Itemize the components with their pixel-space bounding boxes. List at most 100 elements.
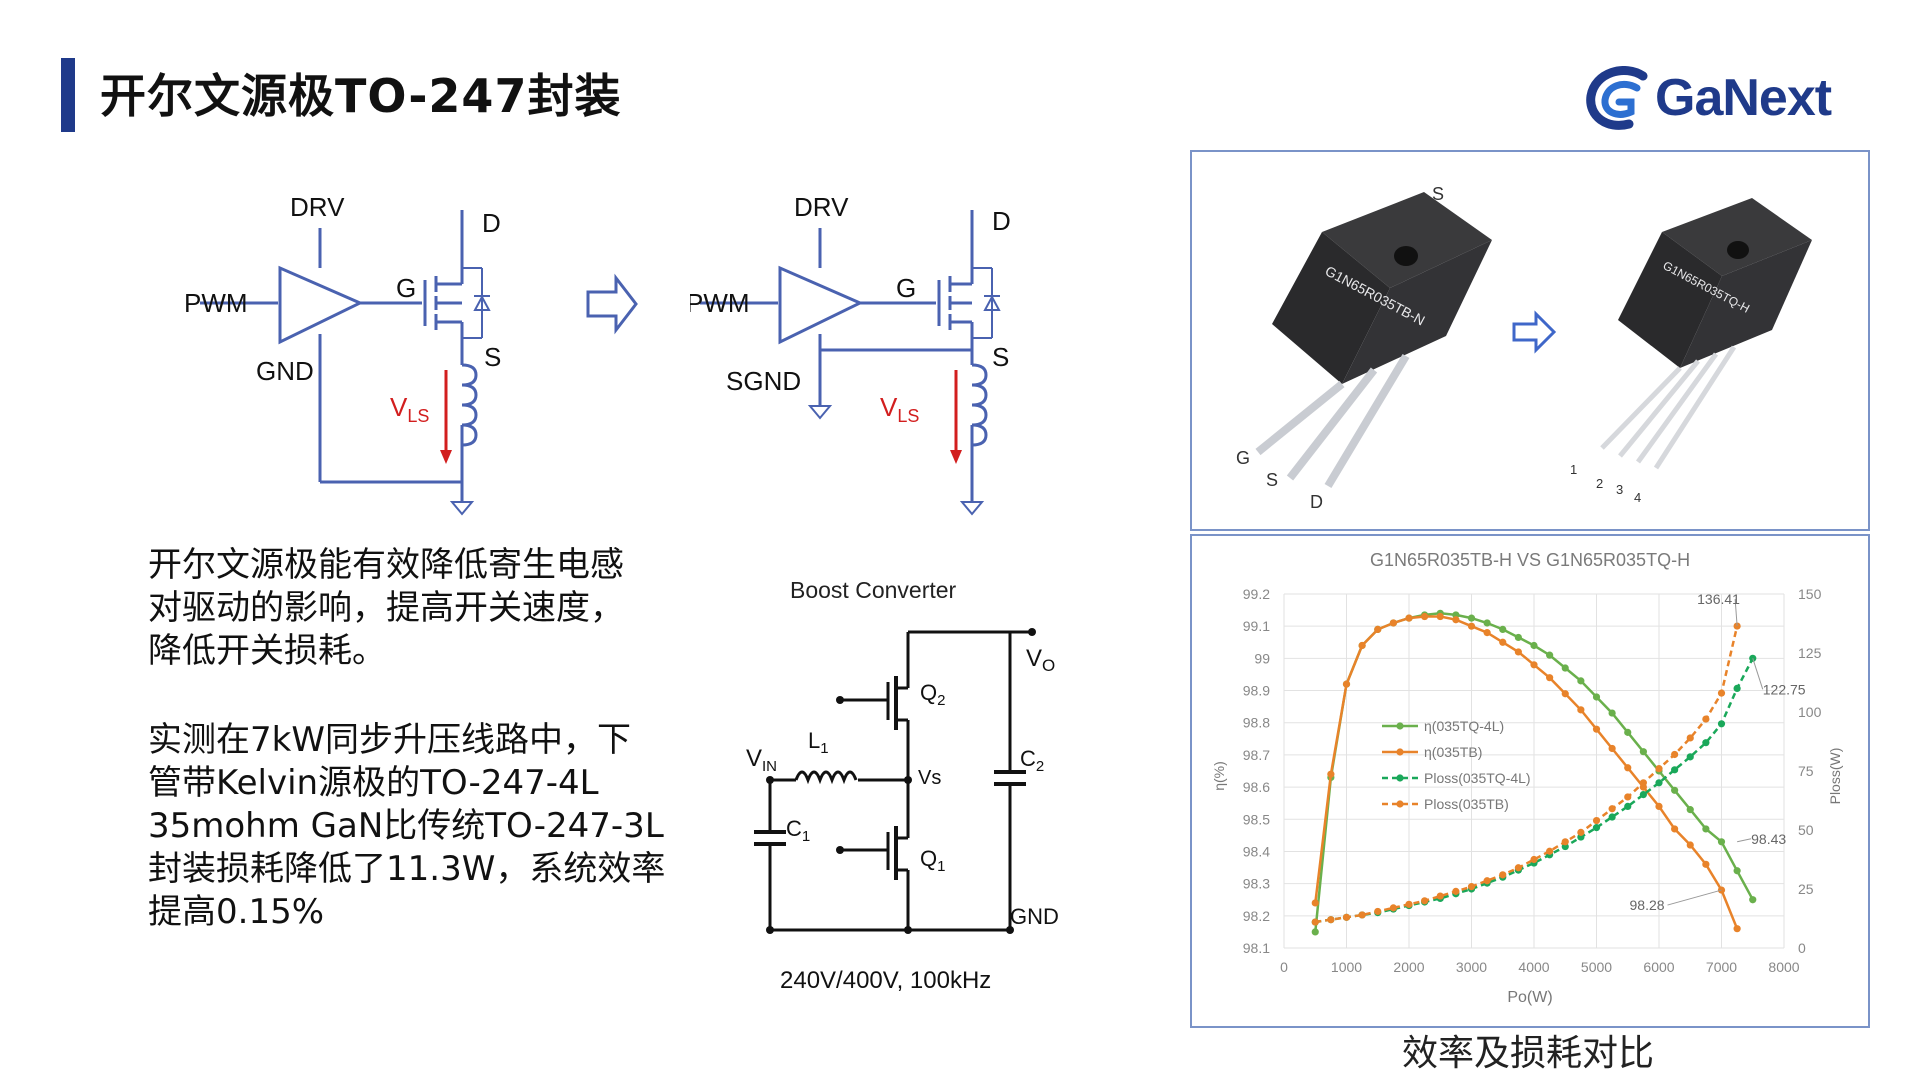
- source-label-left: S: [484, 342, 501, 372]
- left-drive-circuit: DRV PWM GND G D S VLS: [184, 192, 501, 516]
- data-point-series-2: [1374, 625, 1382, 633]
- data-point-series-4: [1483, 877, 1491, 885]
- data-point-series-1: [1514, 633, 1522, 642]
- vls-label-right: VLS: [880, 392, 919, 426]
- data-point-series-2: [1358, 641, 1366, 650]
- q1-label: Q1: [920, 846, 945, 875]
- y2-tick-label: 100: [1798, 704, 1822, 720]
- data-point-series-1: [1671, 786, 1679, 794]
- to247-4l-package: G1N65R035TQ-H: [1600, 198, 1812, 470]
- data-point-series-2: [1577, 706, 1585, 714]
- data-point-series-2: [1561, 690, 1569, 698]
- y-tick-label: 98.9: [1243, 683, 1270, 699]
- vs-label: Vs: [918, 767, 941, 789]
- gate-label-left: G: [396, 273, 416, 303]
- data-point-series-3: [1608, 813, 1616, 821]
- data-point-series-1: [1530, 641, 1538, 650]
- data-point-series-2: [1499, 638, 1507, 646]
- source-label-right: S: [992, 342, 1009, 372]
- gnd-label-boost: GND: [1010, 904, 1059, 929]
- boost-title: Boost Converter: [790, 577, 957, 603]
- data-point-series-4: [1624, 793, 1632, 801]
- data-point-series-4: [1405, 900, 1413, 908]
- data-point-series-4: [1421, 897, 1429, 905]
- c2-label: C2: [1020, 746, 1044, 775]
- data-point-series-4: [1717, 689, 1726, 697]
- data-point-series-4: [1499, 871, 1507, 879]
- data-point-series-3: [1655, 779, 1663, 787]
- data-point-series-4: [1530, 855, 1538, 864]
- gate-label-right: G: [896, 273, 916, 303]
- data-point-series-2: [1467, 622, 1476, 630]
- chart-legend: η(035TQ-4L)η(035TB)Ploss(035TQ-4L)Ploss(…: [1382, 718, 1531, 812]
- data-point-series-2: [1592, 725, 1601, 733]
- y2-tick-label: 150: [1798, 586, 1822, 602]
- right-pin-4: 4: [1634, 490, 1641, 505]
- data-point-series-2: [1546, 674, 1554, 682]
- x-tick-label: 5000: [1581, 959, 1612, 975]
- data-point-series-4: [1514, 864, 1522, 872]
- data-point-series-2: [1530, 661, 1538, 669]
- chart-caption: 效率及损耗对比: [1401, 1033, 1654, 1074]
- annotation-leader: [1734, 599, 1738, 627]
- data-point-series-1: [1483, 619, 1491, 627]
- q2-label: Q2: [920, 680, 945, 709]
- data-point-series-4: [1608, 805, 1616, 813]
- data-point-series-4: [1733, 622, 1741, 630]
- annotation-label: 136.41: [1697, 591, 1740, 607]
- data-point-series-2: [1686, 841, 1694, 849]
- y2-tick-label: 75: [1798, 763, 1814, 779]
- y-tick-label: 99: [1254, 650, 1270, 666]
- data-point-series-1: [1499, 625, 1507, 633]
- series-line-4: [1315, 625, 1739, 924]
- data-point-series-1: [1717, 838, 1726, 846]
- data-point-series-4: [1467, 883, 1476, 891]
- y-tick-label: 98.3: [1243, 876, 1270, 892]
- y2-tick-label: 25: [1798, 881, 1814, 897]
- chart-title: G1N65R035TB-H VS G1N65R035TQ-H: [1370, 550, 1690, 570]
- legend-marker-2: [1396, 748, 1404, 756]
- data-point-series-1: [1577, 677, 1585, 685]
- annotation-label: 98.43: [1751, 831, 1786, 847]
- legend-label-3: Ploss(035TQ-4L): [1424, 770, 1531, 786]
- vin-label: VIN: [746, 745, 777, 775]
- data-point-series-1: [1592, 693, 1601, 701]
- page-title: 开尔文源极TO-247封装: [100, 69, 622, 123]
- y-tick-label: 98.4: [1243, 843, 1270, 859]
- data-point-series-4: [1702, 715, 1710, 723]
- data-point-series-4: [1327, 916, 1335, 924]
- gnd-label-left: GND: [256, 356, 314, 386]
- driver-triangle-right: [778, 265, 864, 345]
- data-point-series-4: [1577, 828, 1585, 836]
- x-tick-label: 6000: [1643, 959, 1674, 975]
- data-point-series-4: [1655, 765, 1663, 773]
- data-point-series-1: [1749, 896, 1757, 904]
- drain-label-left: D: [482, 208, 501, 238]
- data-point-series-4: [1374, 907, 1382, 916]
- y-tick-label: 98.2: [1243, 908, 1270, 924]
- data-point-series-4: [1358, 911, 1366, 919]
- data-point-series-3: [1624, 802, 1632, 810]
- data-point-series-2: [1483, 629, 1491, 637]
- data-point-series-3: [1592, 824, 1601, 832]
- data-point-series-4: [1311, 918, 1319, 926]
- data-point-series-1: [1546, 651, 1554, 659]
- legend-label-1: η(035TQ-4L): [1424, 718, 1504, 734]
- boost-converter-schematic: Boost Converter VO Q2 Q1 VIN L1 C1 C2 Vs…: [746, 577, 1059, 994]
- y-tick-label: 98.8: [1243, 715, 1270, 731]
- to247-3l-package: G1N65R035TB-N: [1255, 192, 1492, 489]
- gate-drive-circuits: DRV PWM GND G D S VLS: [184, 192, 638, 516]
- left-pin-d: D: [1310, 492, 1323, 512]
- y2-tick-label: 125: [1798, 645, 1822, 661]
- legend-label-4: Ploss(035TB): [1424, 796, 1509, 812]
- right-pin-1: 1: [1570, 462, 1577, 477]
- left-pin-s-top: S: [1432, 184, 1444, 204]
- data-point-series-1: [1733, 867, 1741, 875]
- x-tick-label: 0: [1280, 959, 1288, 975]
- x-tick-label: 3000: [1456, 959, 1487, 975]
- data-point-series-4: [1686, 734, 1694, 742]
